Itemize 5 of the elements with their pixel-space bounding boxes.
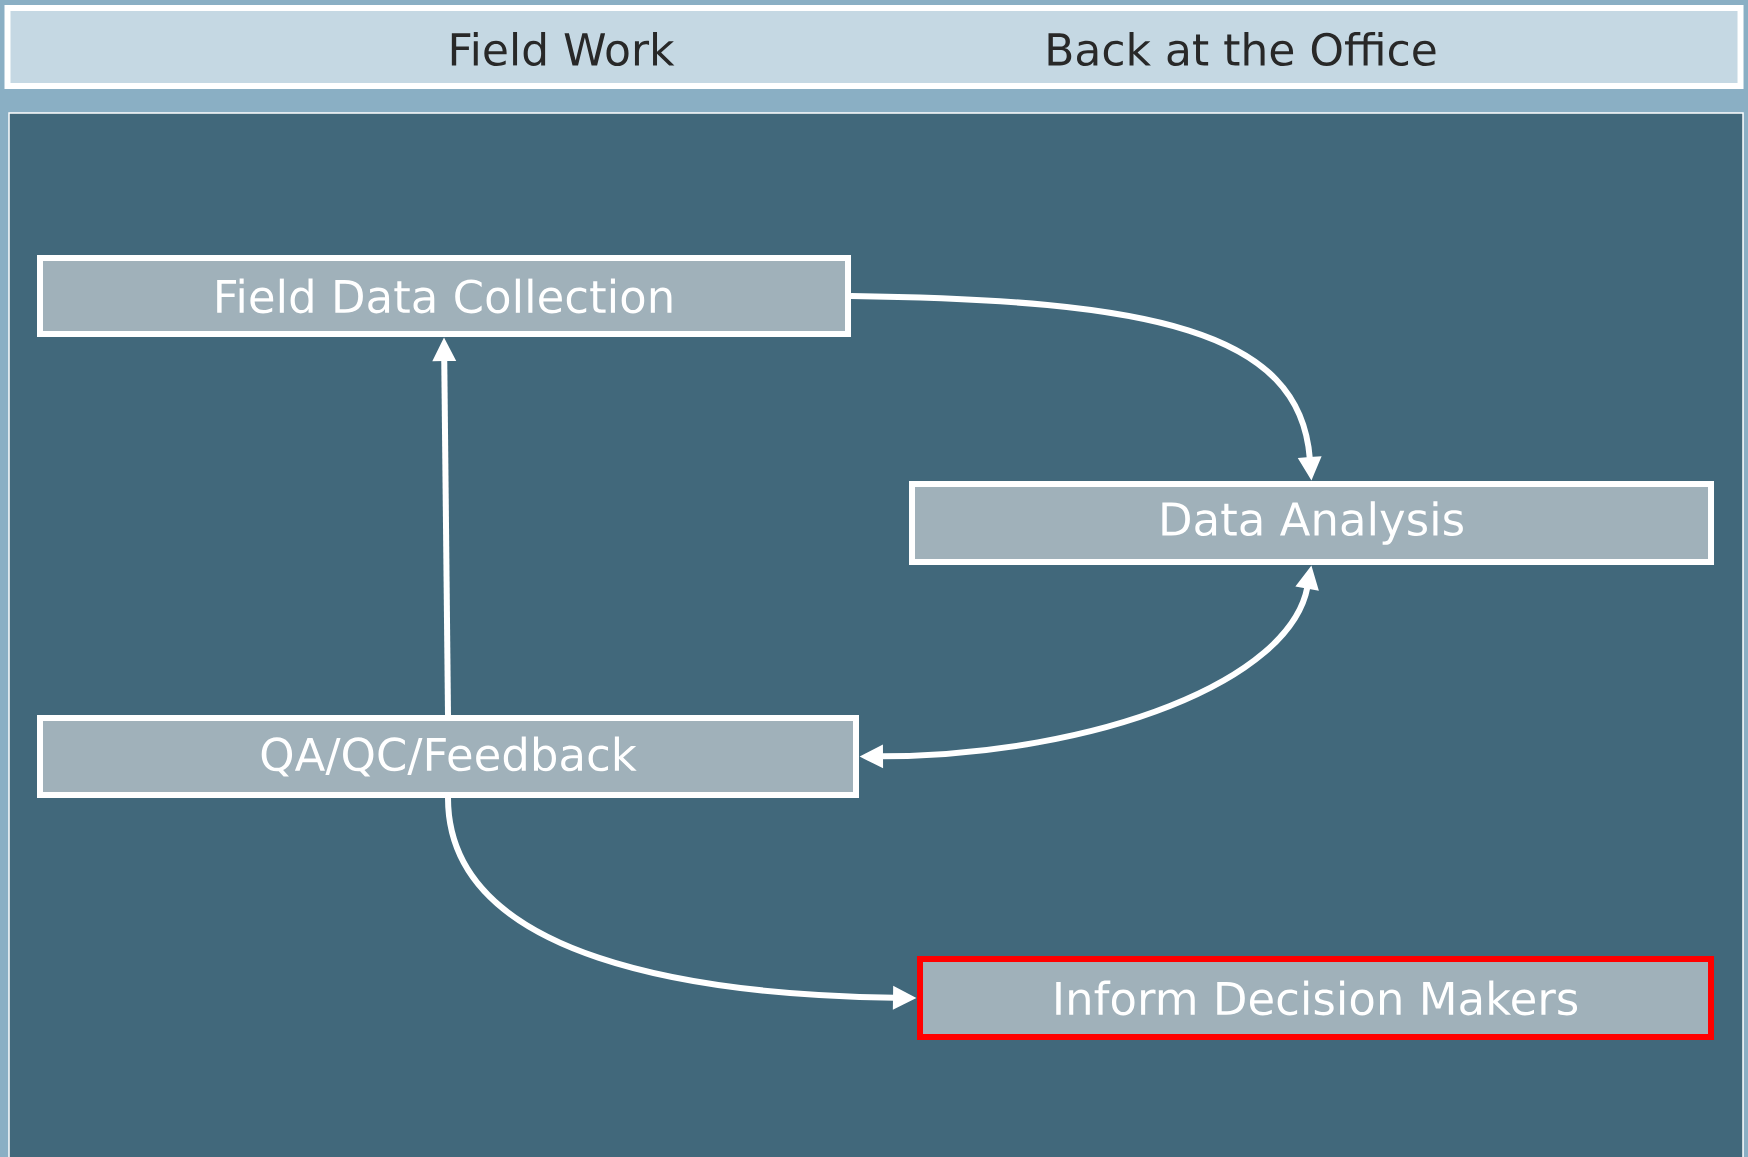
header-band: Field Work Back at the Office xyxy=(4,5,1744,89)
process-box: Field Data Collection xyxy=(37,255,851,337)
process-box: Data Analysis xyxy=(909,481,1714,565)
process-box: Inform Decision Makers xyxy=(917,956,1714,1040)
process-box: QA/QC/Feedback xyxy=(37,715,859,798)
